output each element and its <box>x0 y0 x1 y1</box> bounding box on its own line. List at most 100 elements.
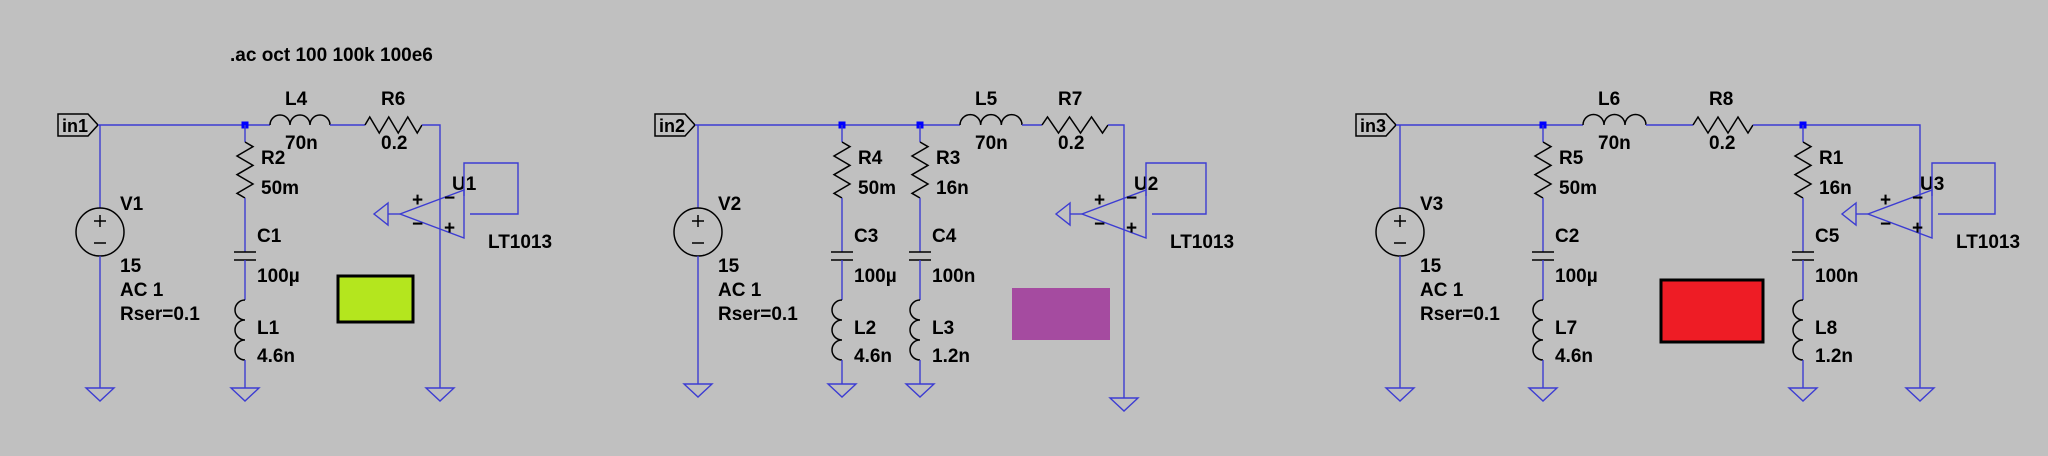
inductor-symbol[interactable] <box>1582 113 1647 126</box>
resistor-symbol[interactable] <box>1692 115 1754 135</box>
opamp-symbol[interactable] <box>1080 188 1147 240</box>
series-inductor-value: 70n <box>1598 133 1631 154</box>
series-inductor-name: L6 <box>1598 89 1620 110</box>
opamp-model: LT1013 <box>1170 232 1234 253</box>
inductor-symbol[interactable] <box>909 299 921 361</box>
opamp-minus: − <box>1094 214 1105 235</box>
color-swatch-box[interactable] <box>1012 288 1110 340</box>
series-resistor-name: R8 <box>1709 89 1733 110</box>
source-ac-value: AC 1 <box>1420 280 1464 301</box>
source-ac-value: AC 1 <box>718 280 762 301</box>
branch-capacitor-value: 100n <box>932 266 975 287</box>
branch-inductor-value: 1.2n <box>1815 346 1853 367</box>
inductor-symbol[interactable] <box>1532 299 1544 361</box>
net-label-flag[interactable] <box>1355 113 1398 137</box>
source-name: V1 <box>120 194 144 215</box>
opamp-plus: + <box>412 190 423 211</box>
branch-capacitor-name: C1 <box>257 226 282 247</box>
opamp-symbol[interactable] <box>1866 188 1933 240</box>
branch-resistor-value: 16n <box>936 178 969 199</box>
ground-symbol <box>826 383 858 398</box>
branch-resistor-name: R2 <box>261 148 285 169</box>
source-dc-value: 15 <box>718 256 740 277</box>
branch-resistor-value: 50m <box>1559 178 1597 199</box>
resistor-symbol[interactable] <box>910 141 930 199</box>
inductor-symbol[interactable] <box>1792 299 1804 361</box>
inductor-symbol[interactable] <box>959 113 1023 126</box>
series-resistor-value: 0.2 <box>1709 133 1735 154</box>
opamp-symbol[interactable] <box>398 188 465 240</box>
opamp-plus: + <box>444 218 455 239</box>
opamp-model: LT1013 <box>488 232 552 253</box>
source-ac-value: AC 1 <box>120 280 164 301</box>
branch-inductor-name: L7 <box>1555 318 1577 339</box>
output-arrow <box>1840 201 1857 227</box>
branch-capacitor-name: C2 <box>1555 226 1579 247</box>
net-label-text: in3 <box>1360 116 1386 136</box>
branch-resistor-value: 16n <box>1819 178 1852 199</box>
resistor-symbol[interactable] <box>364 115 423 135</box>
branch-inductor-value: 4.6n <box>1555 346 1593 367</box>
resistor-symbol[interactable] <box>1533 141 1553 199</box>
series-resistor-value: 0.2 <box>1058 133 1084 154</box>
inductor-symbol[interactable] <box>269 114 331 126</box>
branch-resistor-name: R5 <box>1559 148 1584 169</box>
branch-capacitor-name: C4 <box>932 226 957 247</box>
opamp-minus: − <box>1912 188 1923 209</box>
ground-symbol <box>904 383 936 398</box>
source-dc-value: 15 <box>120 256 142 277</box>
ground-symbol <box>682 383 714 398</box>
ac-directive[interactable]: .ac oct 100 100k 100e6 <box>230 45 433 66</box>
wire <box>422 124 441 388</box>
branch-capacitor-name: C5 <box>1815 226 1840 247</box>
branch-resistor-value: 50m <box>858 178 896 199</box>
ground-symbol <box>424 387 456 402</box>
branch-inductor-name: L8 <box>1815 318 1837 339</box>
source-dc-value: 15 <box>1420 256 1442 277</box>
wire <box>1145 162 1207 215</box>
branch-capacitor-value: 100µ <box>1555 266 1598 287</box>
net-label-flag[interactable] <box>654 113 697 137</box>
source-name: V2 <box>718 194 741 215</box>
series-inductor-value: 70n <box>285 133 318 154</box>
branch-capacitor-value: 100µ <box>854 266 897 287</box>
resistor-symbol[interactable] <box>235 141 255 199</box>
branch-capacitor-name: C3 <box>854 226 878 247</box>
net-label-flag[interactable] <box>57 113 100 137</box>
resistor-symbol[interactable] <box>1793 141 1813 199</box>
color-swatch-box[interactable] <box>1659 278 1765 344</box>
ground-symbol <box>1904 387 1936 402</box>
wire <box>1753 124 1921 388</box>
series-inductor-name: L4 <box>285 89 308 110</box>
series-resistor-value: 0.2 <box>381 133 407 154</box>
ground-symbol <box>1787 387 1819 402</box>
inductor-symbol[interactable] <box>234 299 246 361</box>
branch-inductor-name: L1 <box>257 318 280 339</box>
output-arrow <box>372 201 389 227</box>
branch-inductor-value: 1.2n <box>932 346 970 367</box>
ground-symbol <box>1108 397 1140 412</box>
opamp-plus: + <box>1094 190 1105 211</box>
branch-resistor-value: 50m <box>261 178 299 199</box>
branch-resistor-name: R4 <box>858 148 883 169</box>
color-swatch-box[interactable] <box>336 274 415 324</box>
opamp-model: LT1013 <box>1956 232 2020 253</box>
branch-inductor-value: 4.6n <box>854 346 892 367</box>
net-label-text: in1 <box>62 116 88 136</box>
wire <box>463 162 519 215</box>
source-rser-value: Rser=0.1 <box>1420 304 1500 325</box>
output-arrow <box>1054 201 1071 227</box>
inductor-symbol[interactable] <box>831 299 843 361</box>
opamp-minus: − <box>412 214 423 235</box>
resistor-symbol[interactable] <box>832 141 852 199</box>
branch-capacitor-value: 100n <box>1815 266 1858 287</box>
branch-resistor-name: R3 <box>936 148 960 169</box>
net-label-text: in2 <box>659 116 685 136</box>
resistor-symbol[interactable] <box>1041 115 1109 135</box>
opamp-minus: − <box>1126 188 1137 209</box>
branch-resistor-name: R1 <box>1819 148 1844 169</box>
